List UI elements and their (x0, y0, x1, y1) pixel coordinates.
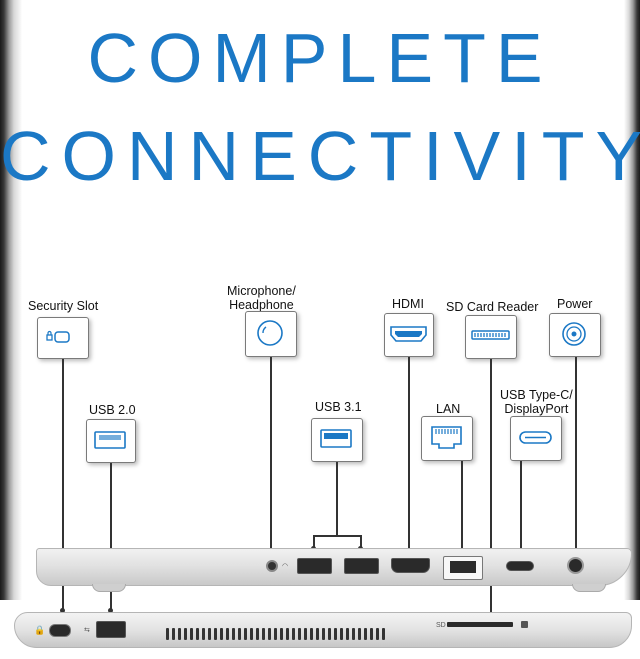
usb2-port (96, 621, 126, 638)
hdmi-icon-box (384, 313, 434, 357)
usbc-label-line1: USB Type-C/ (500, 388, 573, 402)
hdmi-icon (390, 326, 427, 342)
headline-line-1: COMPLETE (87, 19, 553, 97)
audio-jack-icon (257, 320, 283, 346)
usb-a-icon (94, 431, 126, 449)
usb31-bracket-right (360, 535, 362, 549)
power-jack-icon (562, 322, 586, 346)
lock-slot-icon (46, 330, 70, 343)
hdmi-connector (408, 357, 410, 550)
power-port (567, 557, 584, 574)
sd-card-icon (471, 330, 510, 340)
status-led (521, 621, 528, 628)
laptop-bezel-left (0, 0, 22, 600)
audio-label-line2: Headphone (229, 298, 294, 312)
security-slot-connector (62, 359, 64, 609)
audio-connector (270, 357, 272, 550)
sd-label: SD Card Reader (446, 300, 539, 314)
audio-label: Microphone/ Headphone (227, 284, 296, 312)
laptop-bezel-right (624, 0, 640, 600)
lan-connector (461, 461, 463, 550)
usb-3-icon (320, 429, 352, 448)
usb2-icon-box (86, 419, 136, 463)
audio-label-line1: Microphone/ (227, 284, 296, 298)
laptop-right-side (36, 548, 632, 586)
lan-label: LAN (436, 402, 461, 416)
laptop-foot-right (572, 584, 606, 592)
usb31-connector (336, 462, 338, 536)
power-icon-box (549, 313, 601, 357)
usb31-label: USB 3.1 (315, 400, 362, 414)
hdmi-port (391, 558, 430, 573)
sd-slot-port (447, 622, 513, 627)
ethernet-icon (431, 426, 462, 449)
usb31-icon-box (311, 418, 363, 462)
usb2-label: USB 2.0 (89, 403, 136, 417)
power-label: Power (557, 297, 593, 311)
headline-line-2: CONNECTIVITY (0, 117, 640, 195)
audio-icon-box (245, 311, 297, 357)
usb2-dot (108, 608, 113, 613)
laptop-foot-left (92, 584, 126, 592)
usb2-connector (110, 463, 112, 609)
usbc-port (506, 561, 534, 571)
security-slot-label: Security Slot (28, 299, 99, 313)
usb31-bracket-left (313, 535, 315, 549)
sd-icon-box (465, 315, 517, 359)
usbc-label-line2: DisplayPort (504, 402, 569, 416)
sd-connector (490, 359, 492, 613)
usb31-port-1 (297, 558, 332, 574)
audio-port-glyph: ◠ (282, 563, 289, 570)
usb31-bracket (313, 535, 361, 537)
security-slot-icon-box (37, 317, 89, 359)
hdmi-label: HDMI (392, 297, 424, 311)
power-connector (575, 357, 577, 550)
security-slot-dot (60, 608, 65, 613)
sd-marking: SD (436, 622, 446, 629)
usb-glyph: ⇆ (84, 627, 90, 634)
lock-glyph: 🔒 (34, 625, 46, 635)
lock-slot-port (49, 624, 71, 637)
usbc-connector (520, 461, 522, 550)
lan-icon-box (421, 416, 473, 461)
usbc-icon-box (510, 416, 562, 461)
usb31-port-2 (344, 558, 379, 574)
audio-port (266, 560, 278, 572)
usb-c-icon (519, 431, 552, 444)
lan-port (443, 556, 483, 580)
usbc-label: USB Type-C/ DisplayPort (500, 388, 573, 416)
